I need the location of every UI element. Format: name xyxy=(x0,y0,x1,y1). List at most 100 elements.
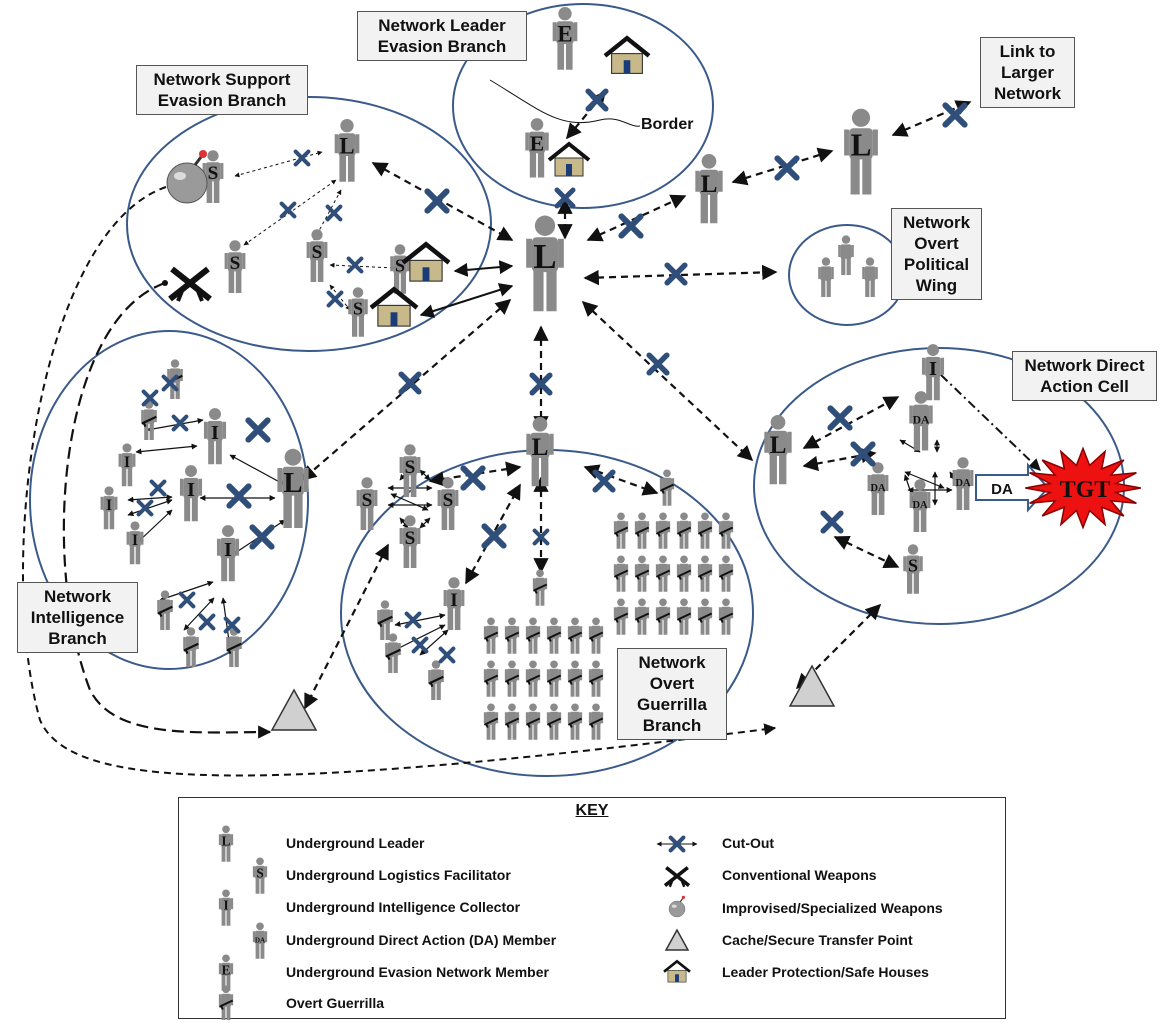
guer-s-top-letter: S xyxy=(405,457,416,478)
guerrilla-block-a-1-3-rifle-barrel xyxy=(676,569,692,578)
da-s-torso xyxy=(906,555,920,574)
da-member-3-letter: DA xyxy=(912,500,928,511)
guer-gi-2-leg-r xyxy=(393,656,398,673)
central-leader-arm-r xyxy=(558,238,564,268)
guer-gi-3-arm-l xyxy=(428,670,431,682)
curve-bomb-triangle xyxy=(22,186,777,777)
guerrilla-block-b-1-0-rifle-barrel xyxy=(483,674,499,683)
intel-g-4-head xyxy=(186,627,196,636)
guerrilla-block-b-0-5 xyxy=(588,617,604,654)
da-member-3-leg-l xyxy=(913,509,920,532)
guerrilla-block-a-2-4-leg-r xyxy=(705,619,710,635)
intel-i-1-arm-l xyxy=(203,421,208,439)
key-conv-weapons-text: Conventional Weapons xyxy=(722,867,877,883)
da-member-1-head xyxy=(914,391,928,404)
guerrilla-block-a-1-3-leg-r xyxy=(684,576,689,592)
guer-commander-2-rifle xyxy=(532,583,548,594)
leader-l2-leg-l xyxy=(700,193,708,224)
guer-s-right-head xyxy=(442,477,454,489)
cut-out-icon-16 xyxy=(141,389,159,407)
guerrilla-block-b-2-5-leg-r xyxy=(596,724,601,740)
guerrilla-block-a-2-1-rifle xyxy=(634,612,650,623)
support-s-bomb-leg-r xyxy=(213,180,220,203)
guerrilla-block-b-2-0-head xyxy=(487,703,495,712)
guerrilla-block-a-1-5 xyxy=(718,555,734,592)
guerrilla-block-a-1-2-torso xyxy=(658,563,668,577)
support-s-rifles: S xyxy=(224,240,246,293)
guerrilla-block-a-2-3-rifle-grip xyxy=(678,618,682,623)
key-da-icon-torso xyxy=(255,930,265,944)
guer-s-bottom-head xyxy=(404,515,416,527)
key-logistics-icon: S xyxy=(252,857,268,894)
political-p-3-leg-r xyxy=(870,280,875,297)
house-icon-support-1 xyxy=(401,241,451,282)
link-guer-i xyxy=(465,483,521,585)
intel-i-3-leg-r xyxy=(228,557,235,582)
guerrilla-block-a-1-3-rifle-grip xyxy=(678,575,682,580)
guer-s-left-torso xyxy=(359,489,375,509)
guerrilla-block-a-1-4-arm-l xyxy=(697,564,701,576)
key-bomb-icon-spark xyxy=(681,895,685,899)
guerrilla-block-a-2-3-head xyxy=(680,598,688,607)
cut-out-icon-17 xyxy=(171,414,189,432)
key-leader-icon-torso xyxy=(221,833,231,847)
evasion-e-1-arm-l xyxy=(552,22,557,42)
da-member-2-arm-l xyxy=(867,475,871,491)
guerrilla-block-b-0-1-rifle xyxy=(504,631,520,642)
intel-i-1-letter: I xyxy=(211,422,219,444)
guerrilla-block-a-2-5-rifle xyxy=(718,612,734,623)
guerrilla-block-b-0-2-rifle-barrel xyxy=(525,631,541,640)
cut-out-icon-11-x xyxy=(279,201,297,219)
guerrilla-block-b-0-5-leg-r xyxy=(596,638,601,654)
link-s-triangle2 xyxy=(304,543,389,710)
guer-gi-2-head xyxy=(388,633,398,642)
support-s-bomb-arm-l xyxy=(202,163,206,179)
da-arrow-text: DA xyxy=(991,481,1013,498)
guerrilla-block-b-2-4-arm-l xyxy=(567,712,571,724)
guer-s-bottom-arm-r xyxy=(417,528,421,544)
support-evasion-label: Network Support Evasion Branch xyxy=(136,65,308,115)
guerrilla-block-a-0-0-rifle xyxy=(613,526,629,537)
guerrilla-block-b-0-4-rifle xyxy=(567,631,583,642)
key-rifles-icon-r2 xyxy=(665,866,691,888)
intel-i-2-head xyxy=(185,465,197,478)
evasion-e-1-arm-r xyxy=(573,22,578,42)
key-leader-icon-arm-l xyxy=(218,834,222,846)
guerrilla-block-b-2-2-torso xyxy=(528,711,538,725)
intel-i-3-leg-l xyxy=(221,557,228,582)
guerrilla-block-a-1-1-rifle xyxy=(634,569,650,580)
intel-i-4-arm-r xyxy=(132,453,136,467)
da-leader-leg-r xyxy=(779,454,787,485)
cut-out-icon-7-x xyxy=(646,352,670,376)
guerrilla-block-a-2-3-arm-l xyxy=(676,607,680,619)
support-s-bomb-leg-l xyxy=(206,180,213,203)
key-da-icon-arm-l xyxy=(252,931,256,943)
guer-commander-2-leg-r xyxy=(540,590,545,606)
guer-commander-1-torso xyxy=(662,477,672,491)
guerrilla-block-b-0-2 xyxy=(525,617,541,654)
bomb-icon-spark xyxy=(199,150,207,158)
guerrilla-block-b-0-5-leg-l xyxy=(591,638,596,654)
intel-i-6-torso xyxy=(129,531,141,547)
key-cutout-icon-x xyxy=(668,835,686,853)
intel-i-6-arm-r xyxy=(140,531,144,545)
evasion-e-1-letter: E xyxy=(557,21,572,46)
bomb-icon-shine xyxy=(174,172,186,180)
guerrilla-block-a-2-5-head xyxy=(722,598,730,607)
support-s-bomb: S xyxy=(202,150,224,203)
guerrilla-block-b-2-2-leg-l xyxy=(528,724,533,740)
guerrilla-block-a-2-5-rifle-grip xyxy=(720,618,724,623)
guer-s-link-3 xyxy=(419,469,431,481)
guerrilla-block-a-0-4-torso xyxy=(700,520,710,534)
cut-out-icon-2 xyxy=(585,88,609,112)
support-s-3-leg-r xyxy=(358,315,364,337)
evasion-e-1-torso xyxy=(556,21,574,45)
cut-out-icon-9 xyxy=(398,371,422,395)
da-leader-arm-l xyxy=(764,431,769,453)
cut-out-icon-20 xyxy=(136,499,154,517)
intel-link-3 xyxy=(127,494,173,503)
guerrilla-block-b-0-1-arm-l xyxy=(504,626,508,638)
key-da-icon-arm-r xyxy=(264,931,268,943)
cut-out-icon-3 xyxy=(618,213,644,239)
guer-i-letter: I xyxy=(450,590,457,611)
